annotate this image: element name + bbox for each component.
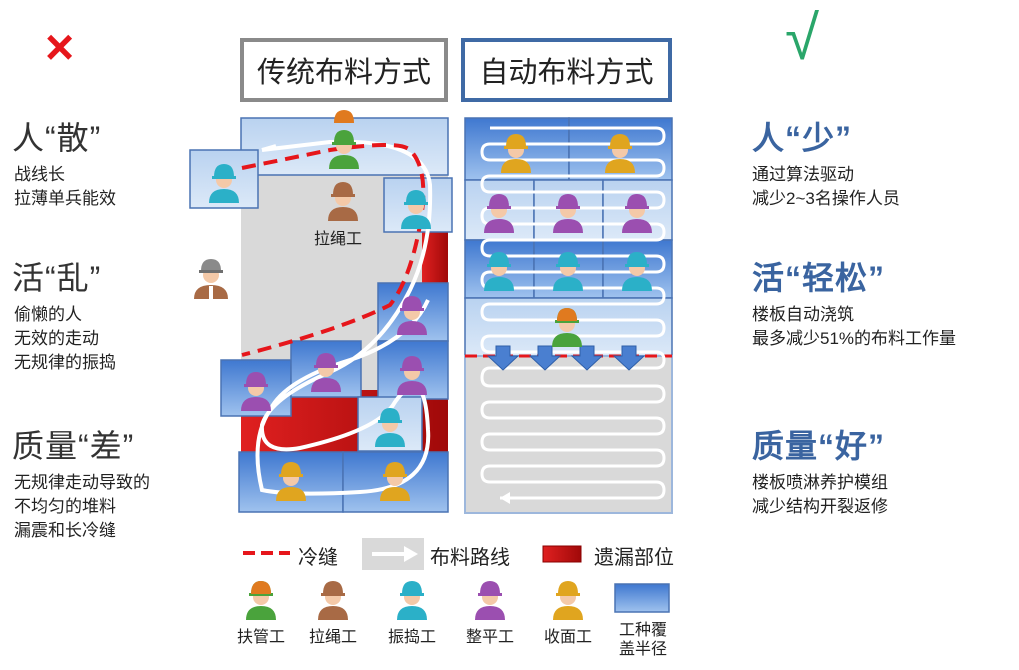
legend-pipe-worker-label: 扶管工 [236,629,285,646]
left-heading-work: 活“乱” [12,260,102,296]
legend-missed-label: 遗漏部位 [594,547,674,569]
right-body-quality: 楼板喷淋养护模组 减少结构开裂返修 [752,473,888,516]
legend-coverage-label: 工种覆盖半径 [618,622,667,658]
legend-vibrate-worker-label: 振捣工 [387,629,436,646]
legend-route-label: 布料路线 [430,547,510,569]
legend-coverage-swatch [614,583,670,613]
right-heading-quality: 质量“好” [752,428,886,464]
right-body-people: 通过算法驱动 减少2~3名操作人员 [752,165,900,208]
left-heading-people: 人“散” [12,120,102,156]
traditional-diagram [189,110,453,513]
automatic-diagram [464,117,673,514]
left-heading-quality: 质量“差” [12,428,135,464]
rope-worker-icon [194,259,228,299]
right-mark-icon: √ [785,4,820,73]
automatic-title: 自动布料方式 [461,38,672,102]
legend-level-worker-label: 整平工 [465,629,514,646]
legend-finish-worker-label: 收面工 [543,629,592,646]
rope-worker-inline-label: 拉绳工 [314,231,363,248]
traditional-title: 传统布料方式 [240,38,448,102]
right-heading-work: 活“轻松” [752,260,886,296]
legend-missed-swatch [542,545,582,563]
left-body-work: 偷懒的人 无效的走动 无规律的振捣 [14,305,116,372]
legend-cold-joint-label: 冷缝 [298,547,338,569]
left-body-people: 战线长 拉薄单兵能效 [14,165,116,208]
right-heading-people: 人“少” [752,120,853,156]
legend-rope-worker-label: 拉绳工 [308,629,357,646]
right-body-work: 楼板自动浇筑 最多减少51%的布料工作量 [752,305,957,348]
wrong-mark-icon: × [45,19,75,75]
left-body-quality: 无规律走动导致的 不均匀的堆料 漏震和长冷缝 [14,473,150,540]
